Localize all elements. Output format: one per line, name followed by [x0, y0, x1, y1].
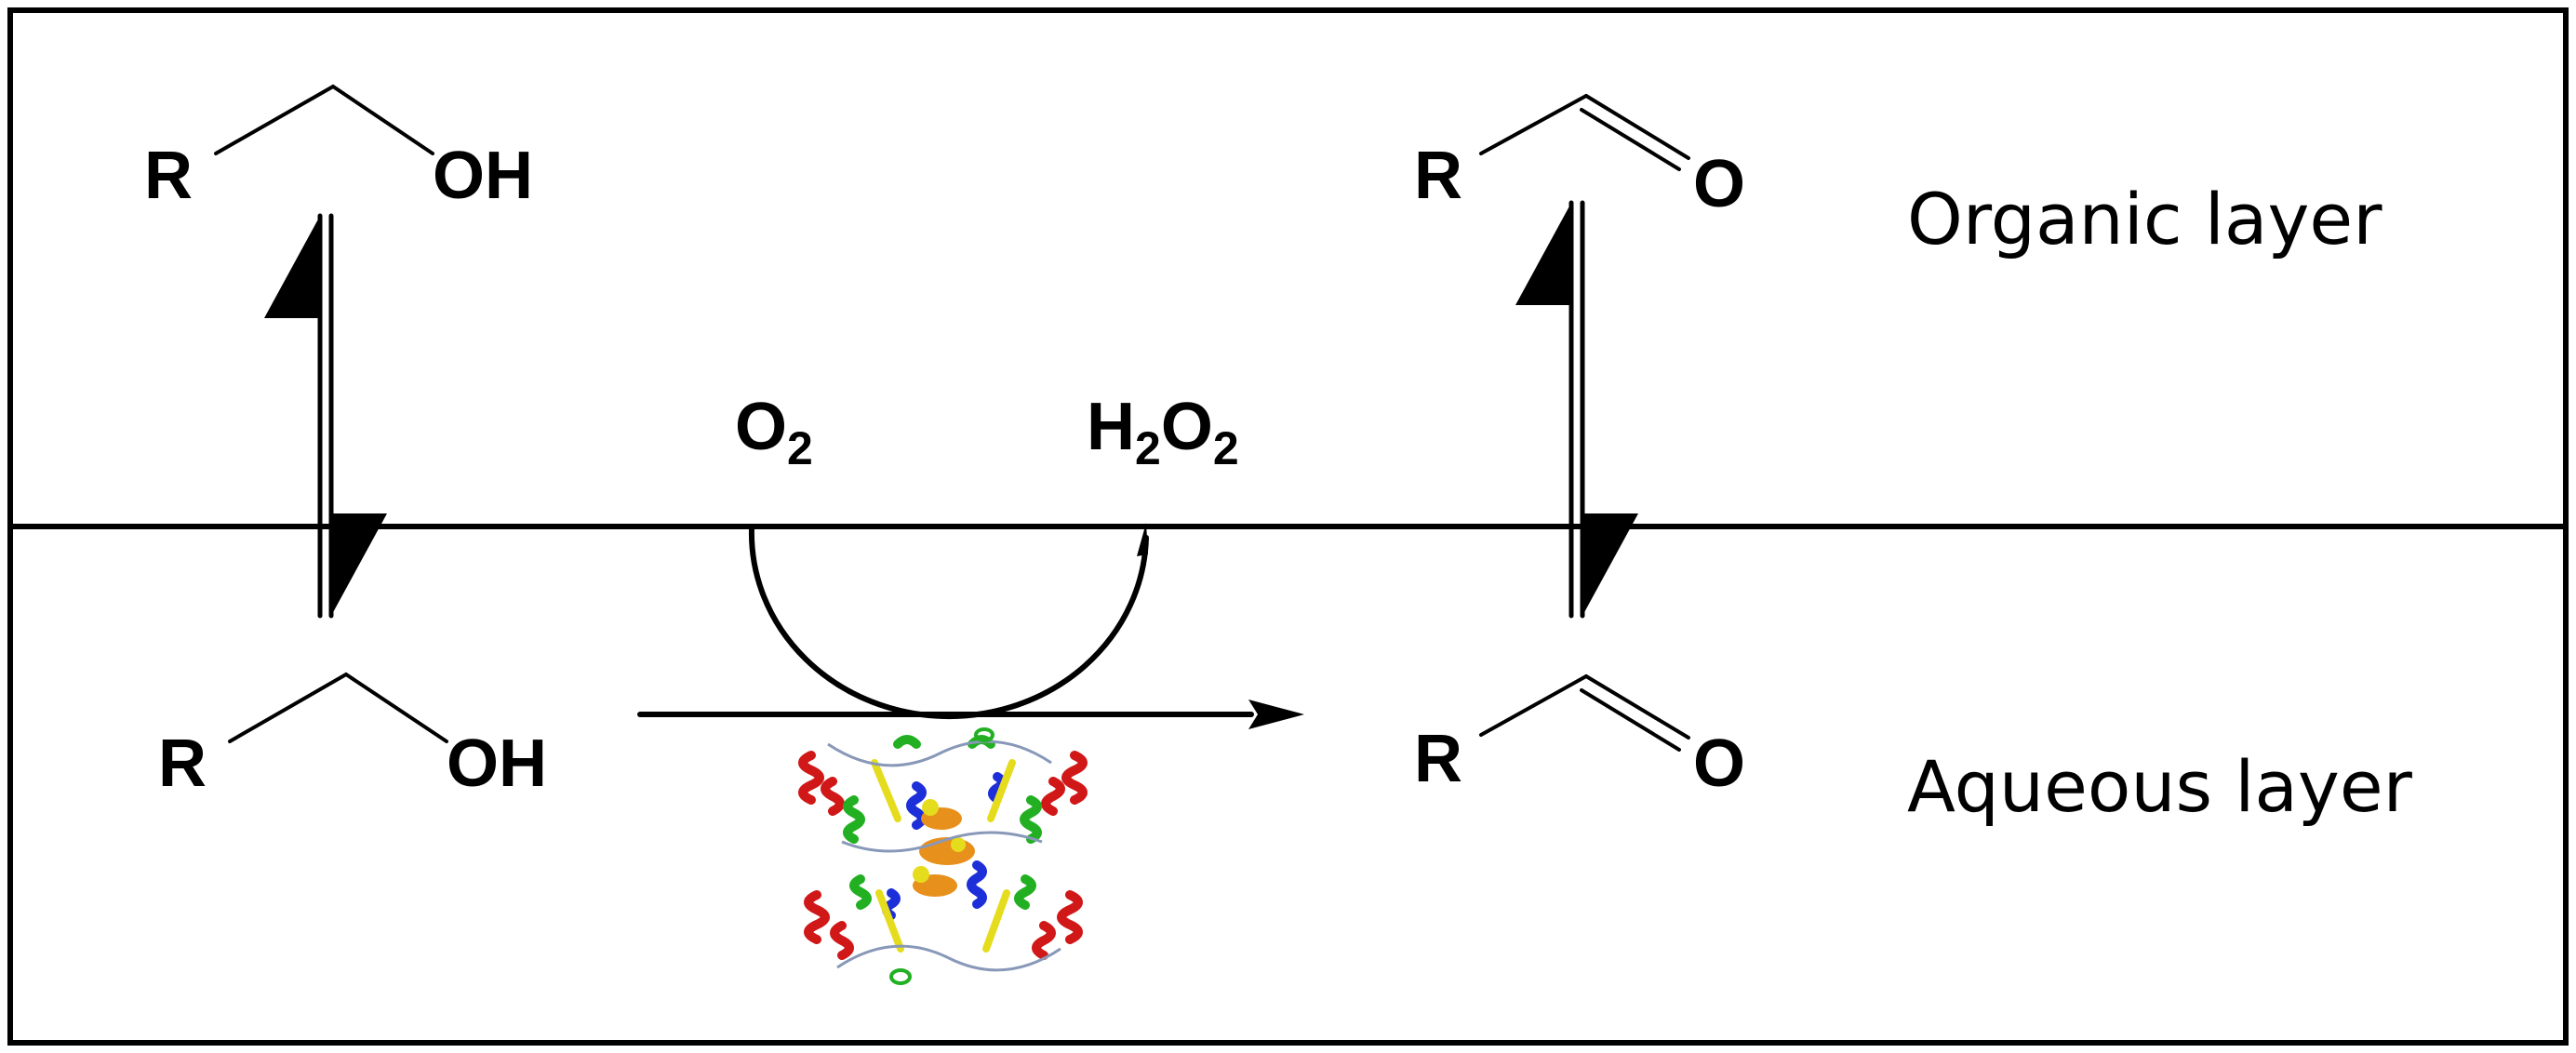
aldehyde-aqueous-single-bond	[1479, 674, 1588, 737]
aldehyde-aqueous-r: R	[1414, 722, 1462, 796]
aqueous-layer-label: Aqueous layer	[1907, 745, 2413, 828]
oxygen-label: O2	[735, 390, 813, 474]
alcohol-aqueous-bond	[228, 672, 448, 743]
alcohol-organic-r: R	[144, 139, 193, 213]
aldehyde-organic-r: R	[1414, 139, 1462, 213]
protein-structure-icon	[798, 727, 1088, 985]
aldehyde-partition-equilibrium	[1515, 200, 1638, 619]
alcohol-organic-oh: OH	[433, 139, 533, 213]
aldehyde-organic-double-bond-a	[1584, 94, 1690, 160]
aldehyde-aqueous-double-bond-a	[1584, 674, 1690, 740]
reaction-arrowhead	[1248, 700, 1304, 729]
hydrogen-peroxide-label: H2O2	[1087, 390, 1239, 474]
alcohol-aqueous: R OH	[158, 672, 547, 801]
organic-layer-label: Organic layer	[1907, 178, 2382, 260]
aldehyde-organic: R O	[1414, 94, 1745, 221]
alcohol-partition-equilibrium	[264, 213, 387, 619]
alcohol-organic-bond	[214, 84, 434, 155]
alcohol-aqueous-r: R	[158, 726, 207, 801]
cosubstrate-curved-arrow	[748, 526, 1149, 720]
curved-arrow-head	[1137, 523, 1148, 556]
alcohol-organic: R OH	[144, 84, 533, 213]
aldehyde-aqueous-o: O	[1693, 726, 1745, 801]
aldehyde-organic-o: O	[1693, 147, 1745, 221]
aldehyde-organic-double-bond-b	[1580, 108, 1681, 171]
alcohol-aqueous-oh: OH	[447, 726, 547, 801]
aldehyde-organic-single-bond	[1479, 94, 1588, 155]
aldehyde-aqueous: R O	[1414, 674, 1745, 801]
aldehyde-aqueous-double-bond-b	[1580, 688, 1681, 752]
